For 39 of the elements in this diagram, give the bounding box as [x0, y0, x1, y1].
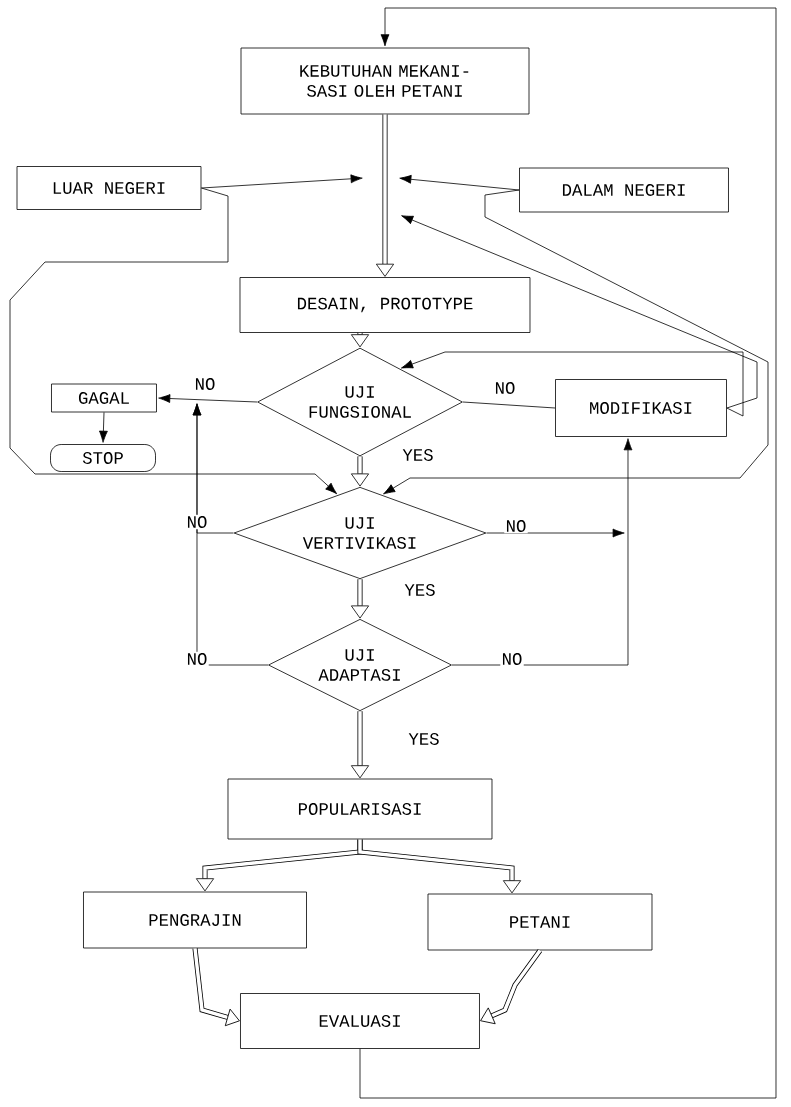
edge-label: NO	[185, 514, 209, 530]
process-box: DESAIN, PROTOTYPE	[239, 277, 531, 333]
arrow	[350, 456, 370, 487]
arrow	[399, 174, 520, 191]
arrow	[383, 189, 769, 495]
arrow	[192, 948, 240, 1027]
process-box: LUAR NEGERI	[16, 166, 202, 210]
arrow	[9, 187, 338, 495]
edge-label: NO	[185, 651, 209, 667]
process-box: PETANI	[427, 893, 653, 951]
arrow	[451, 438, 633, 666]
arrow	[359, 7, 777, 1099]
process-box: GAGAL	[51, 383, 157, 413]
arrow	[486, 528, 625, 538]
arrow	[201, 174, 363, 189]
edge-label: NO	[493, 380, 517, 396]
edge-label: NO	[500, 651, 524, 667]
edge-label: NO	[193, 376, 217, 392]
arrow	[375, 114, 395, 277]
process-box: DALAM NEGERI	[519, 167, 729, 213]
edge-label: YES	[403, 582, 437, 598]
edge-label: NO	[504, 518, 528, 534]
process-box: MODIFIKASI	[555, 379, 727, 437]
arrow	[158, 394, 258, 403]
process-box: POPULARISASI	[227, 778, 493, 840]
arrow	[401, 215, 758, 409]
arrow	[401, 351, 744, 417]
arrow	[350, 332, 370, 348]
terminal-box: STOP	[50, 444, 156, 472]
edge-label: YES	[407, 731, 441, 747]
arrow	[357, 839, 522, 894]
arrow	[350, 711, 370, 779]
arrow	[99, 412, 108, 443]
arrow	[192, 403, 269, 666]
process-box: KEBUTUHAN MEKANI- SASI OLEH PETANI	[240, 47, 530, 115]
process-box: EVALUASI	[240, 993, 480, 1049]
process-box: PENGRAJIN	[83, 891, 307, 949]
arrow	[480, 948, 543, 1025]
arrow	[350, 579, 370, 619]
